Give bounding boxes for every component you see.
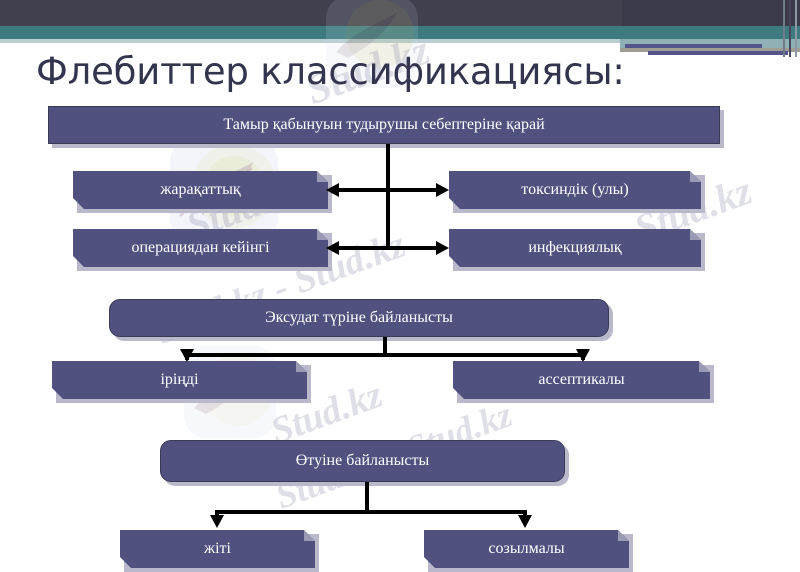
header-navy-band-right	[622, 0, 800, 26]
connector-stem-course	[365, 482, 369, 512]
header-accent-band-b	[625, 44, 762, 48]
node-label: токсиндік (улы)	[521, 181, 629, 198]
connector-drop-chronic	[523, 510, 527, 519]
bevel-corner	[317, 229, 328, 240]
node-exudate-heading[interactable]: Эксудат түріне байланысты	[109, 299, 609, 337]
header-vertical-rule-1	[783, 0, 785, 57]
node-label: жіті	[204, 540, 231, 557]
connector-stem-exudate	[383, 337, 387, 355]
arrowhead-down-purulent	[180, 349, 194, 362]
connector-drop-acute	[215, 510, 219, 519]
node-label: созылмалы	[488, 540, 565, 557]
arrowhead-left-row-a	[326, 183, 339, 197]
node-label: Өтуіне байланысты	[295, 452, 430, 469]
node-course-heading[interactable]: Өтуіне байланысты	[160, 440, 565, 482]
node-acute[interactable]: жіті	[120, 530, 315, 568]
header-white-gap	[0, 43, 620, 57]
node-chronic[interactable]: созылмалы	[424, 530, 629, 568]
node-label: Эксудат түріне байланысты	[265, 309, 453, 326]
node-label: Тамыр қабынуын тудырушы себептеріне қара…	[223, 116, 545, 133]
header-accent-band-a	[620, 39, 800, 48]
header-teal-light-band	[0, 39, 800, 43]
node-label: операциядан кейінгі	[131, 239, 270, 256]
bevel-corner	[690, 171, 701, 182]
header-accent-band-d	[620, 48, 800, 52]
arrowhead-right-row-b	[436, 241, 449, 255]
header-accent-band-c	[648, 51, 788, 55]
node-causes-heading[interactable]: Тамыр қабынуын тудырушы себептеріне қара…	[48, 106, 720, 144]
bevel-corner	[296, 361, 307, 372]
connector-bus-course	[215, 510, 527, 514]
connector-vertical-causes	[386, 144, 390, 249]
connector-horizontal-row-b	[338, 246, 442, 250]
bevel-corner	[690, 229, 701, 240]
page-title: Флебиттер классификациясы:	[36, 50, 625, 93]
arrowhead-down-acute	[210, 515, 224, 528]
node-traumatic[interactable]: жарақаттық	[73, 171, 328, 209]
bevel-corner	[317, 171, 328, 182]
node-infectious[interactable]: инфекциялық	[449, 229, 701, 267]
bevel-corner	[699, 361, 710, 372]
connector-bus-exudate	[185, 353, 585, 357]
node-purulent[interactable]: іріңді	[52, 361, 307, 399]
header-vertical-rule-3	[795, 0, 797, 57]
header-vertical-rule-2	[789, 0, 791, 57]
node-label: ассептикалы	[538, 371, 625, 388]
arrowhead-right-row-a	[436, 183, 449, 197]
header-teal-band	[0, 26, 800, 39]
arrowhead-down-chronic	[518, 515, 532, 528]
node-postoperative[interactable]: операциядан кейінгі	[73, 229, 328, 267]
connector-horizontal-row-a	[338, 188, 442, 192]
arrowhead-left-row-b	[326, 241, 339, 255]
node-label: инфекциялық	[528, 239, 622, 256]
node-label: іріңді	[160, 371, 199, 388]
node-label: жарақаттық	[160, 181, 241, 198]
node-toxic[interactable]: токсиндік (улы)	[449, 171, 701, 209]
bevel-corner	[618, 530, 629, 541]
arrowhead-down-aseptic	[576, 349, 590, 362]
node-aseptic[interactable]: ассептикалы	[453, 361, 710, 399]
bevel-corner	[304, 530, 315, 541]
